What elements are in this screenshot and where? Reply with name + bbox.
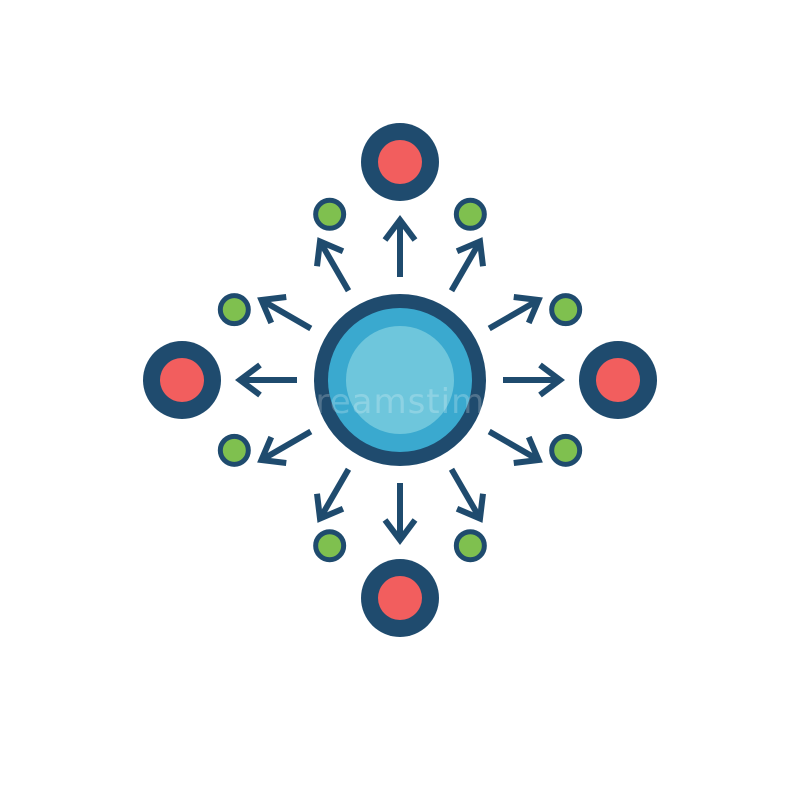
node-bottom xyxy=(361,559,439,637)
arrow-5 xyxy=(487,428,543,466)
secondary-nodes-group xyxy=(217,197,583,563)
central-hub xyxy=(314,294,486,466)
arrow-2 xyxy=(448,237,486,293)
arrows-group xyxy=(235,215,565,545)
arrow-6 xyxy=(448,467,486,523)
arrow-3 xyxy=(487,294,543,332)
node-right xyxy=(579,341,657,419)
primary-nodes-group xyxy=(143,123,657,637)
arrow-12 xyxy=(314,237,352,293)
node-top xyxy=(361,123,439,201)
small-node-4 xyxy=(549,433,583,467)
node-left xyxy=(143,341,221,419)
arrow-4 xyxy=(503,362,565,398)
small-node-6 xyxy=(313,529,347,563)
arrow-8 xyxy=(314,467,352,523)
hub-inner-fill xyxy=(346,326,454,434)
arrow-7 xyxy=(382,483,418,545)
small-node-8 xyxy=(217,293,251,327)
small-node-5 xyxy=(453,529,487,563)
small-node-7 xyxy=(217,433,251,467)
small-node-1 xyxy=(313,197,347,231)
arrow-10 xyxy=(235,362,297,398)
small-node-2 xyxy=(453,197,487,231)
arrow-9 xyxy=(257,428,313,466)
arrow-11 xyxy=(257,294,313,332)
arrow-1 xyxy=(382,215,418,277)
small-node-3 xyxy=(549,293,583,327)
